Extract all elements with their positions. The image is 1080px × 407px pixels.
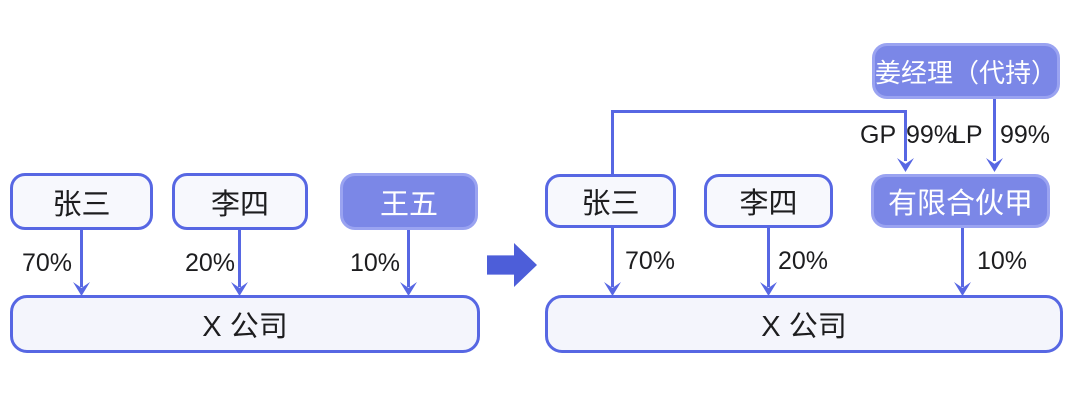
- after-arrow-1-line: [611, 228, 614, 287]
- after-gp-pct: 99%: [906, 121, 957, 149]
- transform-right-arrow-icon: [487, 243, 537, 287]
- after-node-partnership: 有限合伙甲: [871, 174, 1050, 228]
- before-arrow-2-line: [238, 230, 241, 287]
- before-arrow-1-line: [80, 230, 83, 287]
- after-lp-arrow-line: [993, 99, 996, 161]
- before-node-wangwu: 王五: [340, 173, 478, 230]
- after-node-lisi: 李四: [704, 174, 833, 228]
- after-elbow-down-line: [904, 110, 907, 161]
- before-pct-lisi: 20%: [185, 249, 236, 277]
- before-node-lisi: 李四: [172, 173, 308, 230]
- after-gp-label: GP: [860, 121, 897, 149]
- after-pct-zhangsan: 70%: [625, 247, 676, 275]
- after-arrow-3-line: [961, 228, 964, 287]
- before-arrow-3-line: [407, 230, 410, 287]
- after-lp-label: LP: [952, 121, 983, 149]
- before-node-zhangsan: 张三: [10, 173, 153, 230]
- after-pct-lisi: 20%: [778, 247, 829, 275]
- after-elbow-up-line: [611, 110, 614, 174]
- after-lp-pct: 99%: [1000, 121, 1051, 149]
- after-pct-partnership: 10%: [977, 247, 1028, 275]
- after-arrow-2-line: [767, 228, 770, 287]
- after-elbow-horizontal-line: [611, 110, 907, 113]
- after-company-box: X 公司: [545, 295, 1063, 353]
- after-node-nominee: 姜经理（代持）: [872, 43, 1060, 99]
- before-pct-zhangsan: 70%: [22, 249, 73, 277]
- before-pct-wangwu: 10%: [350, 249, 401, 277]
- after-node-zhangsan: 张三: [545, 174, 676, 228]
- before-company-box: X 公司: [10, 295, 480, 353]
